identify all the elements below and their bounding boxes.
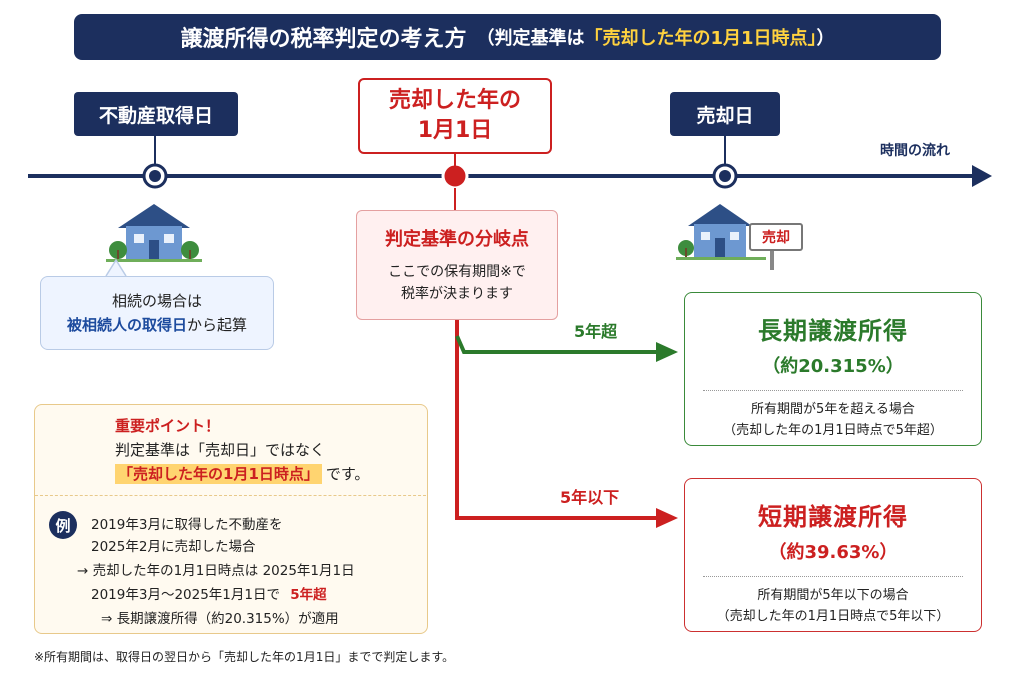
example-line-2: 2025年2月に売却した場合 — [91, 539, 256, 555]
example-line-1: 2019年3月に取得した不動産を — [91, 517, 283, 533]
timeline-arrowhead — [972, 165, 992, 187]
long-term-result-box: 長期譲渡所得 （約20.315%） 所有期間が5年を超える場合 （売却した年の1… — [684, 292, 982, 446]
sale-date-label: 売却日 — [670, 92, 780, 136]
inheritance-note: 相続の場合は 被相続人の取得日から起算 — [40, 276, 274, 350]
page-title: 譲渡所得の税率判定の考え方 （判定基準は「売却した年の1月1日時点」） — [74, 14, 941, 60]
title-paren: （判定基準は「売却した年の1月1日時点」） — [476, 28, 835, 49]
house-icon — [106, 204, 202, 262]
branch-description: ここでの保有期間※で 税率が決まります — [388, 264, 526, 302]
house-icon — [676, 204, 766, 260]
jan1-node — [441, 162, 469, 190]
short-term-result-box: 短期譲渡所得 （約39.63%） 所有期間が5年以下の場合 （売却した年の1月1… — [684, 478, 982, 632]
sale-stem — [724, 136, 726, 164]
title-main: 譲渡所得の税率判定の考え方 — [180, 27, 467, 52]
acquisition-stem — [154, 136, 156, 164]
example-line-4: 2019年3月～2025年1月1日で 5年超 — [91, 587, 327, 603]
long-term-title: 長期譲渡所得 — [758, 317, 908, 345]
important-heading: 重要ポイント！ — [115, 417, 221, 435]
divider — [35, 495, 426, 496]
important-line-2: 「売却した年の1月1日時点」です。 — [115, 463, 369, 484]
acquisition-date-label: 不動産取得日 — [74, 92, 238, 136]
example-line-3: → 売却した年の1月1日時点は 2025年1月1日 — [77, 563, 355, 579]
short-term-arrowhead — [656, 508, 678, 528]
important-line-1: 判定基準は「売却日」ではなく — [115, 441, 326, 459]
sale-sign-label: 売却 — [762, 230, 790, 246]
long-term-arrowhead — [656, 342, 678, 362]
important-point-box: 重要ポイント！ 判定基準は「売却日」ではなく 「売却した年の1月1日時点」です。… — [34, 404, 428, 634]
over-5-years-label: 5年超 — [574, 322, 618, 341]
footnote: ※所有期間は、取得日の翌日から「売却した年の1月1日」までで判定します。 — [34, 650, 455, 664]
branch-point-box: 判定基準の分岐点 ここでの保有期間※で 税率が決まります — [356, 210, 558, 320]
long-term-description: 所有期間が5年を超える場合 （売却した年の1月1日時点で5年超） — [723, 402, 943, 438]
inheritance-pointer — [105, 258, 127, 277]
sale-sign — [749, 223, 803, 251]
branch-title: 判定基準の分岐点 — [385, 229, 529, 250]
title-highlight: 「売却した年の1月1日時点」 — [584, 28, 817, 49]
time-flow-label: 時間の流れ — [880, 143, 950, 159]
short-term-title: 短期譲渡所得 — [758, 503, 908, 531]
long-term-rate: （約20.315%） — [762, 356, 904, 377]
long-term-connector — [455, 335, 660, 354]
under-5-years-label: 5年以下 — [560, 488, 620, 507]
short-term-rate: （約39.63%） — [768, 542, 898, 563]
divider — [703, 576, 963, 577]
jan1-label: 売却した年の 1月1日 — [358, 78, 552, 154]
sign-post — [770, 240, 774, 270]
example-line-5: ⇒ 長期譲渡所得（約20.315%）が適用 — [101, 611, 339, 627]
divider — [703, 390, 963, 391]
important-highlight: 「売却した年の1月1日時点」 — [115, 464, 322, 484]
short-term-description: 所有期間が5年以下の場合 （売却した年の1月1日時点で5年以下） — [716, 588, 950, 624]
jan1-stem — [454, 154, 456, 166]
example-badge: 例 — [49, 511, 77, 539]
